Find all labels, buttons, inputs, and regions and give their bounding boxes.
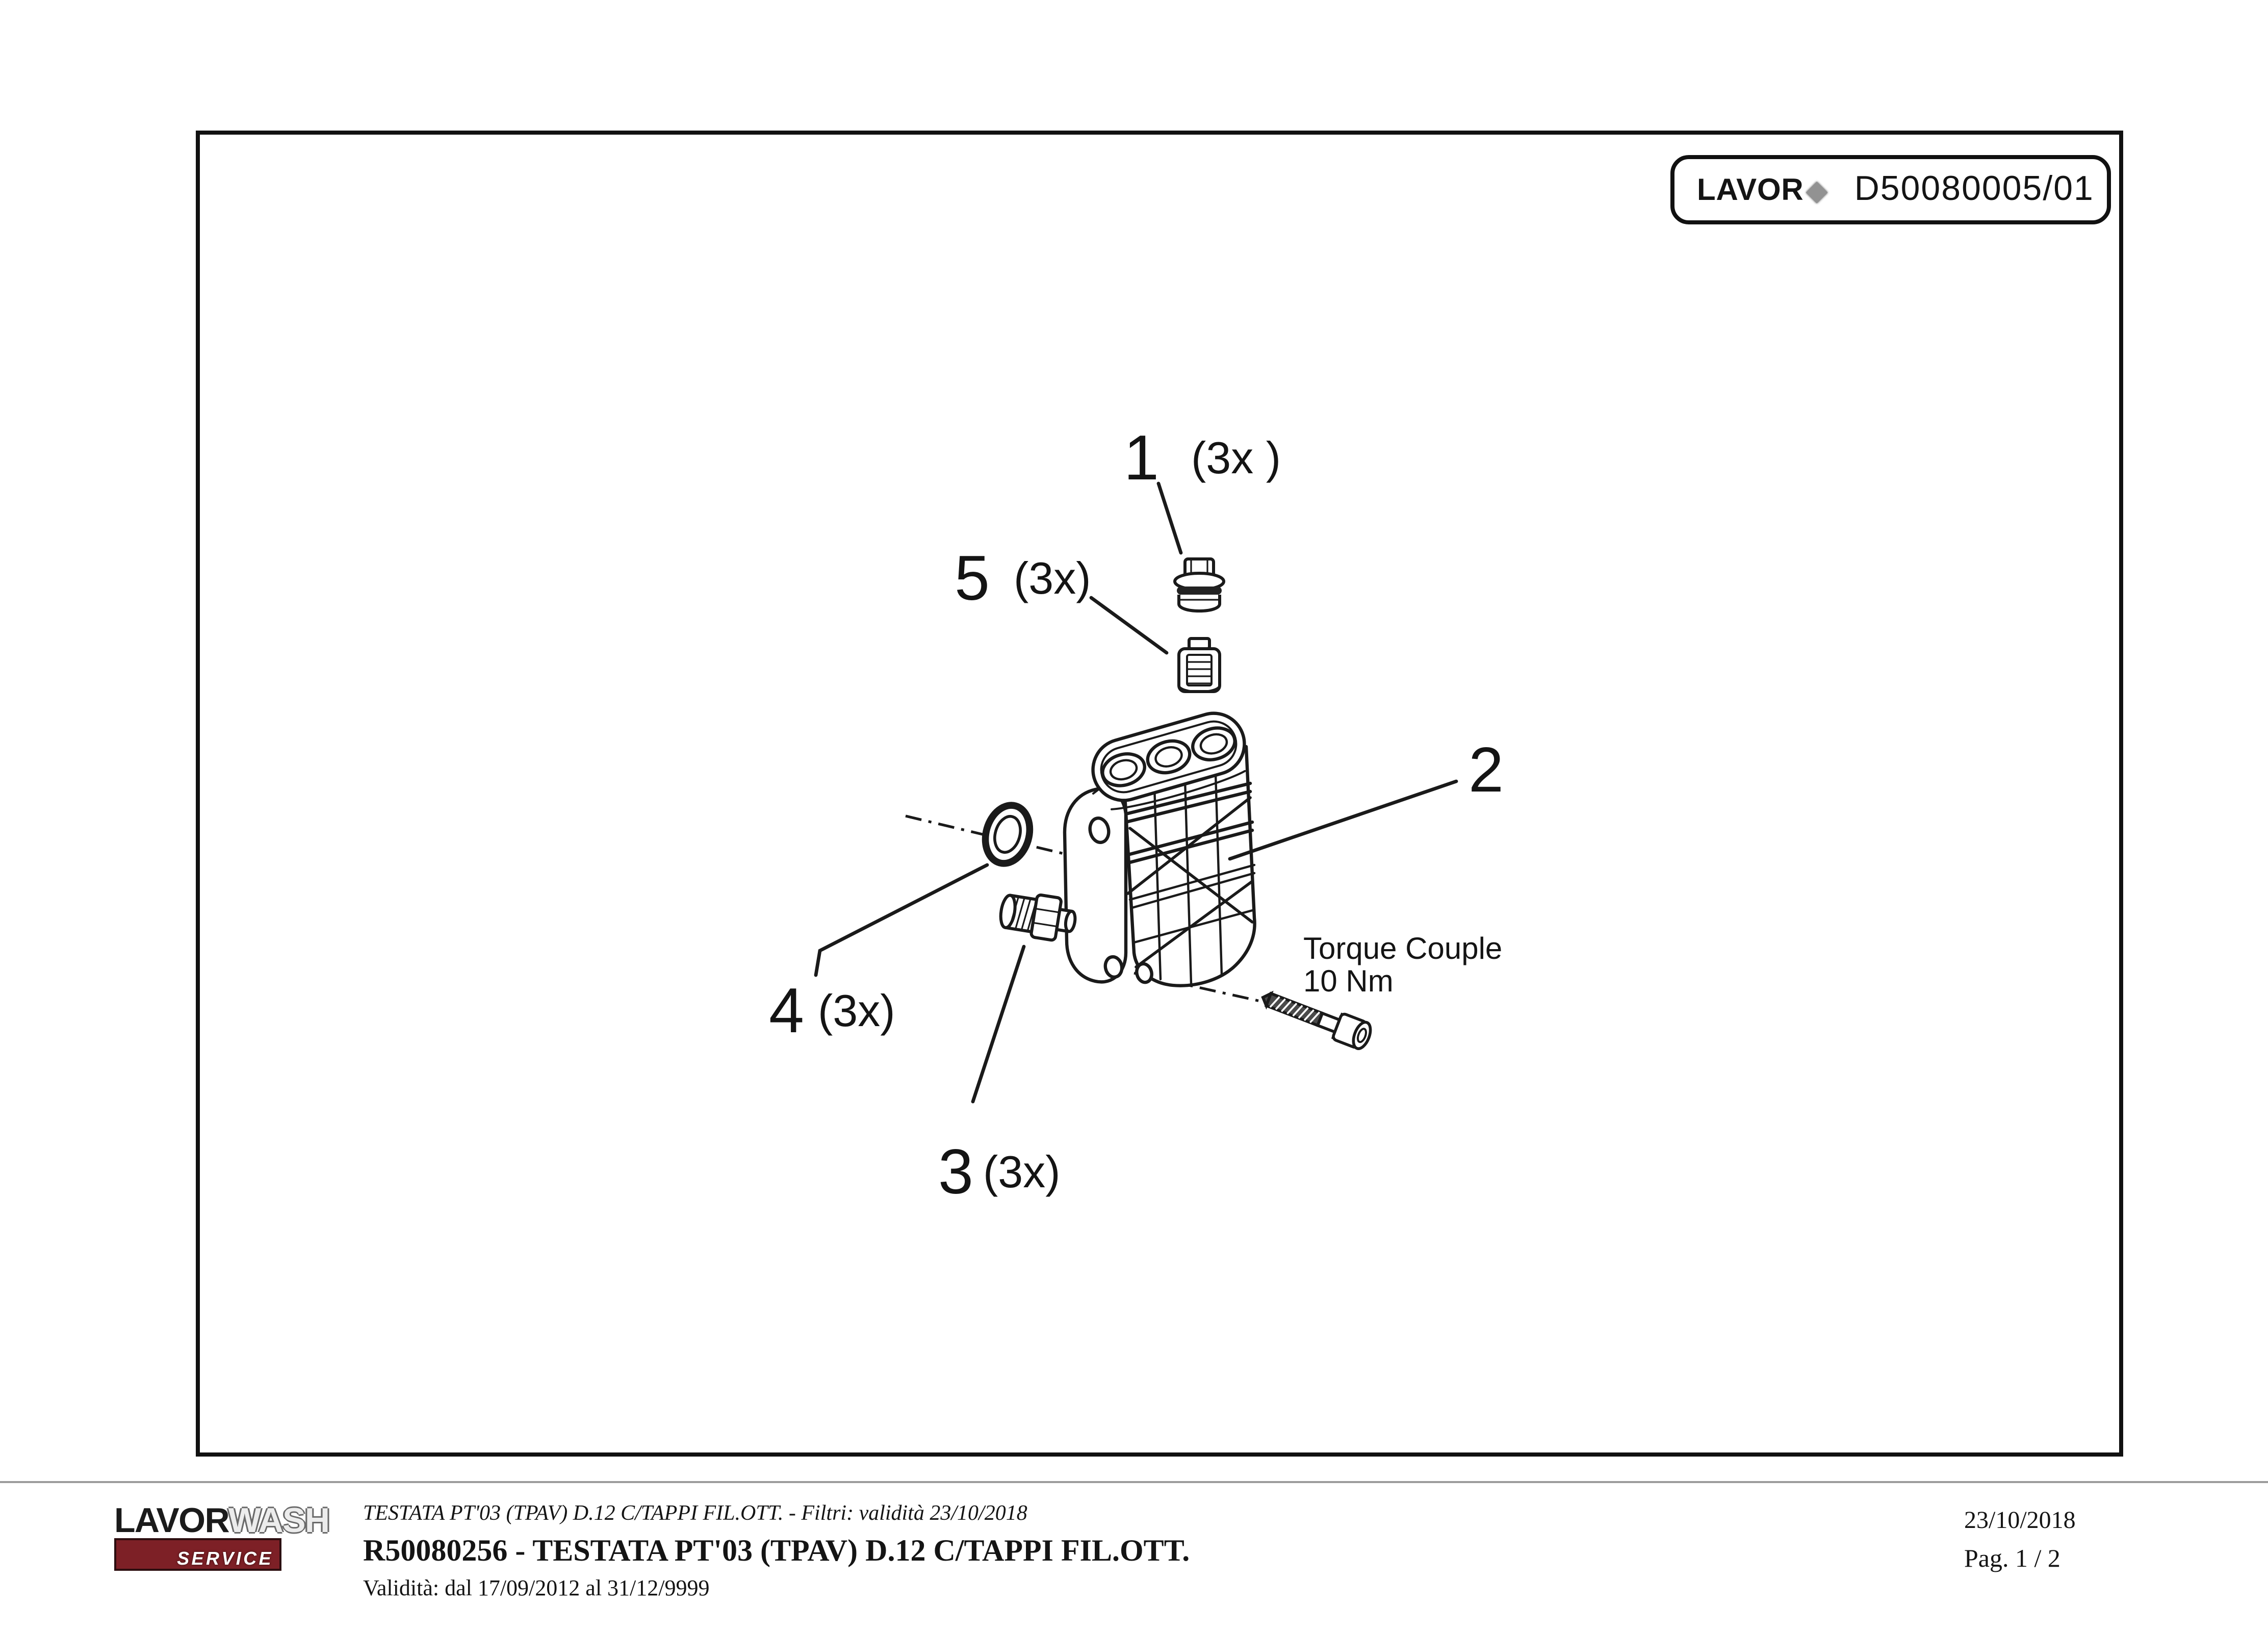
doc-number-box: LAVOR◆ D50080005/01 [1670,155,2111,224]
lavorwash-wash-text: WASH [228,1501,330,1540]
leader-2 [1228,779,1458,861]
service-bar: SERVICE [114,1538,281,1571]
service-label: SERVICE [177,1547,273,1568]
footer-divider [0,1481,2268,1484]
footer-title-line: R50080256 - TESTATA PT'03 (TPAV) D.12 C/… [363,1536,1190,1569]
footer-date: 23/10/2018 [1964,1506,2076,1534]
callout-1-qty: (3x ) [1191,432,1281,483]
torque-note-line2: 10 Nm [1303,964,1394,998]
doc-number: D50080005/01 [1854,169,2094,208]
torque-screw [1261,990,1372,1050]
callout-2-number: 2 [1468,735,1504,805]
callout-5-number: 5 [955,543,990,614]
leader-1 [1156,481,1183,555]
leader-3 [971,945,1026,1104]
footer-subject-line: TESTATA PT'03 (TPAV) D.12 C/TAPPI FIL.OT… [363,1503,1027,1526]
lavorwash-wordmark: LAVORWASH [114,1503,330,1538]
footer-validity-line: Validità: dal 17/09/2012 al 31/12/9999 [363,1577,710,1601]
leader-lines [814,481,1458,1104]
torque-note-line1: Torque Couple [1303,931,1502,965]
lavorwash-lavor-text: LAVOR [114,1501,229,1540]
lavor-diamond-icon: ◆ [1806,172,1828,205]
callout-5-qty: (3x) [1014,553,1091,603]
part-4-seal-ring [982,802,1034,867]
part-2-pump-head-body [1063,711,1256,987]
callout-3-number: 3 [938,1137,973,1207]
part-3-threaded-plug [999,894,1077,942]
lavor-logo: LAVOR [1697,172,1804,207]
leader-5 [1089,596,1169,655]
callout-4-number: 4 [769,976,804,1046]
lavorwash-service-logo: LAVORWASH SERVICE [114,1503,330,1571]
footer-text-block: TESTATA PT'03 (TPAV) D.12 C/TAPPI FIL.OT… [363,1503,1668,1603]
callout-3-qty: (3x) [983,1146,1061,1197]
callout-1-number: 1 [1124,423,1159,493]
footer-right-block: 23/10/2018 Pag. 1 / 2 [1964,1506,2076,1575]
callout-4-qty: (3x) [818,985,895,1036]
leader-4 [814,863,989,977]
part-1-cap-plug [1173,557,1225,613]
part-5-filter-cartridge [1177,637,1221,693]
footer-page-indicator: Pag. 1 / 2 [1964,1544,2060,1573]
